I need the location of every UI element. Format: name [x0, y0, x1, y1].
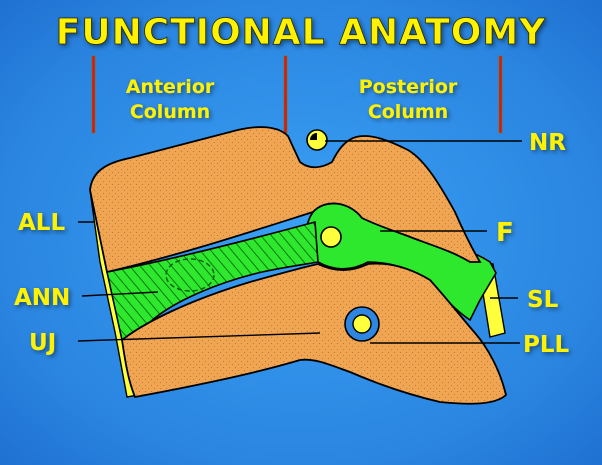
nucleus-outline	[165, 258, 215, 292]
slide-title: FUNCTIONAL ANATOMY	[56, 12, 547, 53]
posterior-column-label-line2: Column	[368, 101, 448, 123]
anterior-column-label-line2: Column	[130, 101, 210, 123]
label-nr: NR	[529, 130, 566, 156]
pointer-ann	[81, 291, 159, 297]
spinal-canal-inner	[352, 314, 372, 334]
label-uj: UJ	[29, 330, 56, 356]
upper-vertebra	[89, 126, 482, 274]
facet-center-marker	[320, 226, 342, 248]
guide-line-left	[91, 55, 96, 134]
nerve-root-dot	[310, 133, 317, 140]
label-ann: ANN	[14, 285, 70, 311]
label-all: ALL	[18, 210, 65, 236]
label-f: F	[496, 218, 514, 248]
pointer-lines	[77, 140, 522, 344]
anterior-column-label-line1: Anterior	[126, 76, 215, 98]
intervertebral-disc	[106, 220, 319, 342]
guide-line-right	[498, 55, 503, 134]
posterior-column-label-line1: Posterior	[359, 76, 458, 98]
pointer-uj	[77, 332, 321, 342]
guide-line-middle	[283, 55, 288, 134]
label-pll: PLL	[523, 332, 570, 358]
label-sl: SL	[527, 287, 559, 313]
